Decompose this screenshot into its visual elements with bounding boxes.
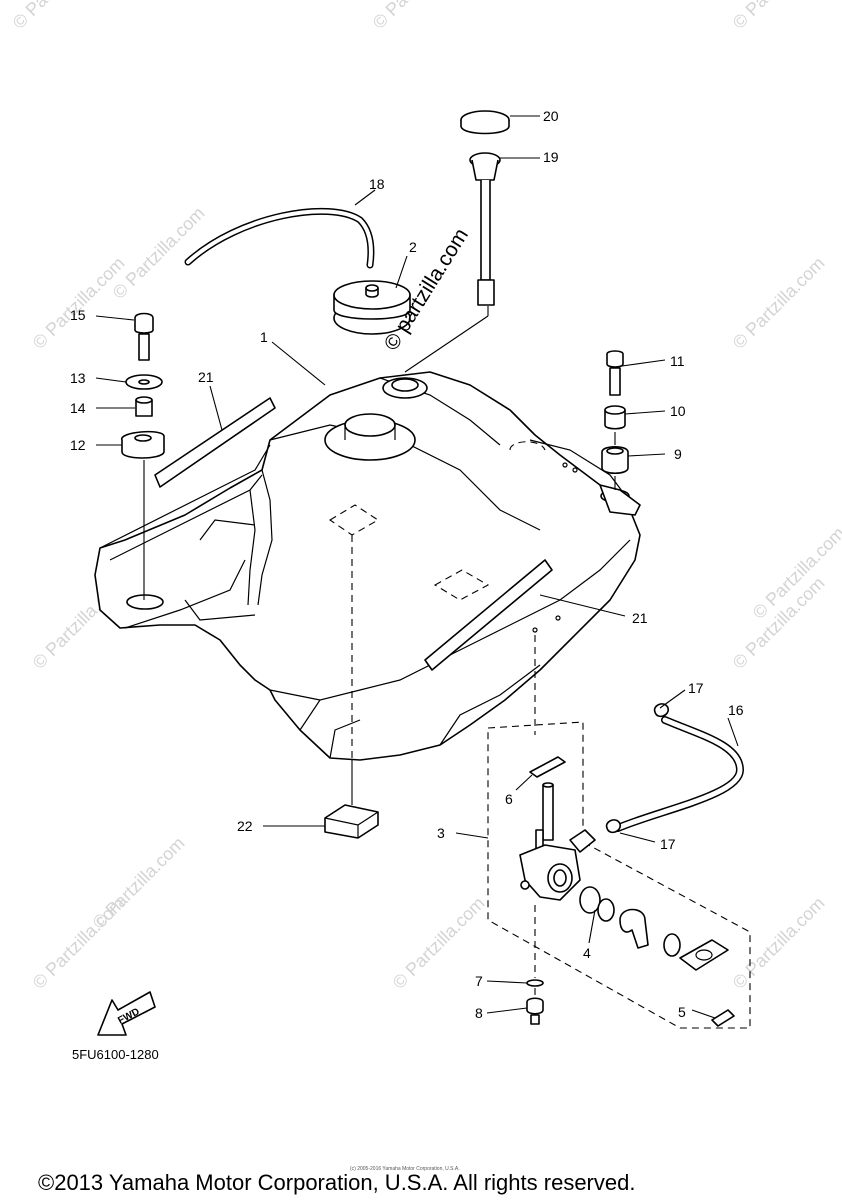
- watermark-text: © Partzilla.com: [729, 253, 829, 353]
- callout-13: 13: [70, 370, 86, 386]
- watermark-text: © Partzilla.com: [89, 833, 189, 933]
- callout-17-upper: 17: [688, 680, 704, 696]
- watermark-text: © Partzilla.com: [729, 893, 829, 993]
- callout-14: 14: [70, 400, 86, 416]
- callout-7: 7: [475, 973, 483, 989]
- callout-5: 5: [678, 1004, 686, 1020]
- callout-21-upper: 21: [198, 369, 214, 385]
- copyright-notice: ©2013 Yamaha Motor Corporation, U.S.A. A…: [38, 1170, 635, 1195]
- small-copyright: (c) 2005-2016 Yamaha Motor Corporation, …: [350, 1166, 460, 1172]
- fuel-cap: [333, 280, 411, 335]
- mount-left: [121, 312, 165, 600]
- damper-pad: [324, 535, 379, 839]
- callout-9: 9: [674, 446, 682, 462]
- callout-19: 19: [543, 149, 559, 165]
- diagram-code: 5FU6100-1280: [72, 1047, 159, 1062]
- fuel-hose: [605, 703, 745, 834]
- callout-6: 6: [505, 791, 513, 807]
- callout-15: 15: [70, 307, 86, 323]
- breather-hose: [184, 207, 375, 269]
- callout-17-lower: 17: [660, 836, 676, 852]
- watermark-text: © Partzilla.com: [29, 253, 129, 353]
- callout-20: 20: [543, 108, 559, 124]
- watermark-text: © Partzilla.com: [369, 0, 469, 33]
- callout-2: 2: [409, 239, 417, 255]
- callout-12: 12: [70, 437, 86, 453]
- watermark-text: © Partzilla.com: [9, 0, 109, 33]
- fuel-tank: [94, 371, 641, 761]
- callout-22: 22: [237, 818, 253, 834]
- callout-11: 11: [670, 353, 685, 369]
- fuel-cock-assembly: [487, 635, 751, 1029]
- fwd-arrow-icon: FWD: [97, 991, 156, 1036]
- callout-18: 18: [369, 176, 385, 192]
- fuel-sender: [404, 110, 510, 373]
- callout-8: 8: [475, 1005, 483, 1021]
- mount-right: [601, 350, 629, 490]
- callout-labels: 1 2 3 4 5 6 7 8 9 10 11 12 13 14 15 16 1…: [70, 108, 744, 1021]
- watermark-text: © Partzilla.com: [729, 0, 829, 33]
- callout-21-lower: 21: [632, 610, 648, 626]
- callout-4: 4: [583, 945, 591, 961]
- leader-lines: [95, 115, 739, 1019]
- callout-3: 3: [437, 825, 445, 841]
- callout-1: 1: [260, 329, 268, 345]
- watermark-text: © Partzilla.com: [389, 893, 489, 993]
- callout-16: 16: [728, 702, 744, 718]
- callout-10: 10: [670, 403, 686, 419]
